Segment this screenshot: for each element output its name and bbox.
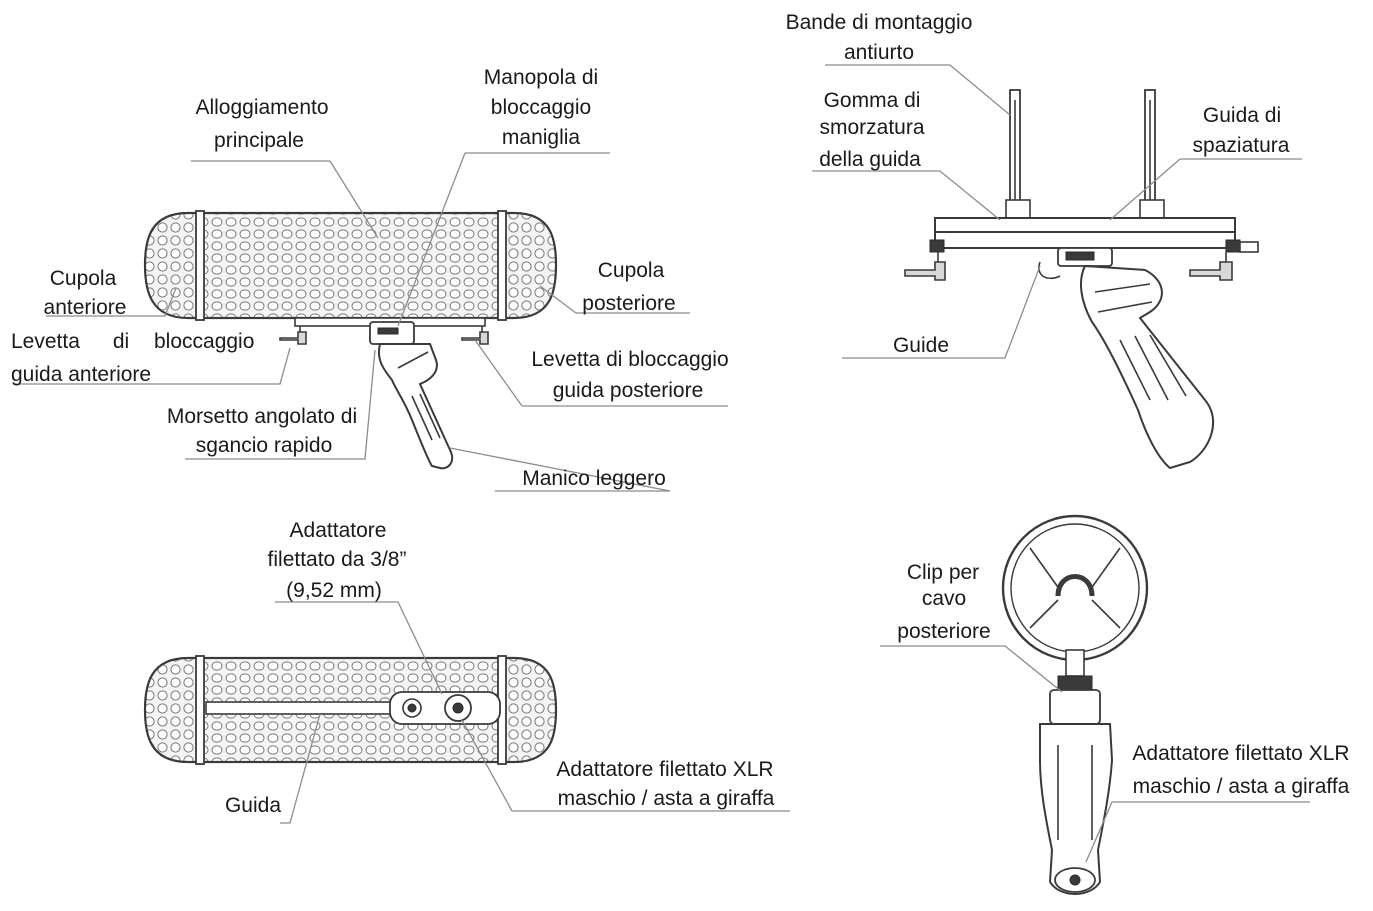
label-cupola-anteriore-2: anteriore	[44, 296, 127, 319]
label-xlr-bottom-2: maschio / asta a giraffa	[558, 787, 775, 810]
figure-suspension-view: Bande di montaggio antiurto Gomma di smo…	[786, 11, 1302, 470]
label-cupola-anteriore-1: Cupola	[50, 267, 117, 290]
main-housing-shape	[198, 211, 504, 320]
label-guida-spaz-1: Guida di	[1203, 104, 1281, 127]
label-bande-2: antiurto	[844, 41, 914, 64]
label-morsetto-2: sgancio rapido	[196, 434, 333, 457]
label-levetta-post-2: guida posteriore	[553, 379, 704, 402]
label-adattatore38-3: (9,52 mm)	[286, 579, 382, 602]
label-guida-spaz-2: spaziatura	[1193, 134, 1290, 157]
label-levetta-ant-4: guida anteriore	[11, 363, 151, 386]
label-manopola-2: bloccaggio	[491, 96, 591, 119]
label-alloggiamento-1: Alloggiamento	[195, 96, 328, 119]
label-manopola-3: maniglia	[502, 126, 581, 149]
label-guida: Guida	[225, 794, 281, 817]
label-levetta-ant-3: bloccaggio	[154, 330, 254, 353]
handle-shape	[378, 343, 454, 470]
label-bande-1: Bande di montaggio	[786, 11, 973, 34]
label-cupola-posteriore-1: Cupola	[598, 259, 665, 282]
label-clip-3: posteriore	[897, 620, 990, 643]
figure-ring-view: Clip per cavo posteriore Adattatore file…	[880, 514, 1350, 895]
label-manico: Manico leggero	[522, 467, 666, 490]
label-xlr-right-1: Adattatore filettato XLR	[1132, 742, 1349, 765]
label-levetta-ant-2: di	[113, 330, 129, 353]
label-manopola-1: Manopola di	[484, 66, 598, 89]
label-alloggiamento-2: principale	[214, 129, 304, 152]
label-levetta-post-1: Levetta di bloccaggio	[531, 348, 728, 371]
label-gomma-1: Gomma di	[824, 89, 921, 112]
figure-side-view: Alloggiamento principale Manopola di blo…	[11, 66, 729, 492]
label-adattatore38-1: Adattatore	[290, 519, 387, 542]
figure-bottom-view: Adattatore filettato da 3/8” (9,52 mm) G…	[143, 519, 790, 824]
label-clip-1: Clip per	[907, 561, 979, 584]
label-cupola-posteriore-2: posteriore	[582, 292, 675, 315]
label-guide: Guide	[893, 334, 949, 357]
label-gomma-3: della guida	[819, 148, 921, 171]
front-dome-shape	[143, 211, 202, 320]
rear-dome-shape	[500, 211, 558, 320]
label-gomma-2: smorzatura	[819, 116, 924, 139]
label-xlr-bottom-1: Adattatore filettato XLR	[556, 758, 773, 781]
label-clip-2: cavo	[922, 587, 966, 610]
handle-shape-2	[1079, 264, 1215, 470]
label-morsetto-1: Morsetto angolato di	[167, 405, 357, 428]
label-levetta-ant-1: Levetta	[11, 330, 80, 353]
label-adattatore38-2: filettato da 3/8”	[268, 548, 407, 571]
label-xlr-right-2: maschio / asta a giraffa	[1133, 775, 1350, 798]
